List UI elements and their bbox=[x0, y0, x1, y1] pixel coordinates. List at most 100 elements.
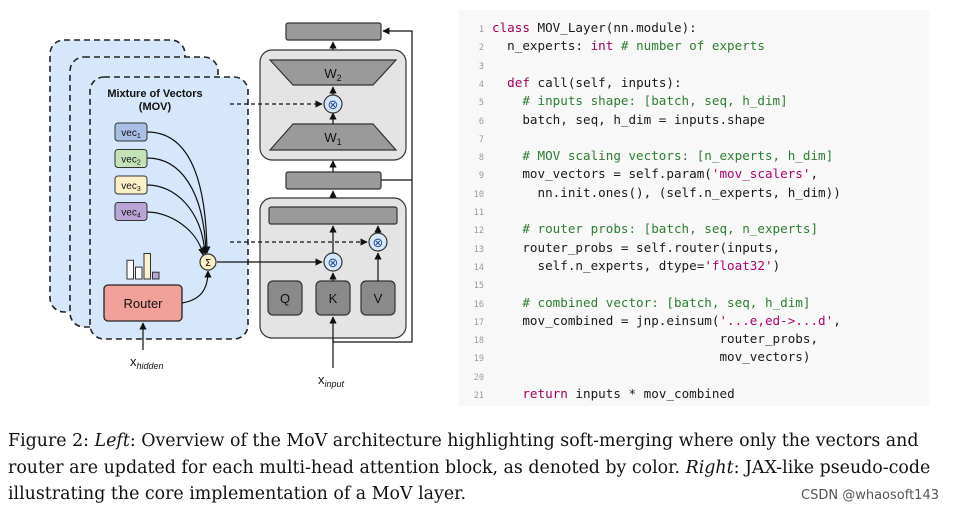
code-line: 20 bbox=[458, 367, 492, 385]
code-token: inputs * mov_combined bbox=[567, 386, 735, 401]
vec4-to-sum-arrow bbox=[146, 211, 206, 256]
code-token: # combined vector: [batch, seq, h_dim] bbox=[492, 294, 811, 310]
line-number: 18 bbox=[473, 336, 484, 347]
line-number: 3 bbox=[478, 61, 484, 72]
v-label: V bbox=[374, 291, 383, 306]
router-label: Router bbox=[123, 296, 163, 311]
caption-right-word: Right bbox=[685, 457, 734, 478]
line-number: 12 bbox=[473, 226, 484, 237]
code-line: 21 return inputs * mov_combined bbox=[458, 385, 735, 403]
line-number: 17 bbox=[473, 317, 484, 328]
code-token: batch, seq, h_dim = inputs.shape bbox=[492, 111, 765, 127]
code-token: 'mov_scalers' bbox=[711, 166, 811, 182]
router-bar-1 bbox=[126, 259, 134, 280]
line-number: 1 bbox=[478, 25, 484, 35]
k-label: K bbox=[329, 291, 338, 306]
ffn-multiply-symbol: ⊗ bbox=[328, 98, 339, 113]
code-line: 12 # router probs: [batch, seq, n_expert… bbox=[458, 220, 818, 238]
code-token: mov_combined = jnp.einsum( bbox=[492, 312, 720, 328]
code-token: 'float32' bbox=[704, 257, 773, 273]
code-line: 9 mov_vectors = self.param('mov_scalers'… bbox=[458, 165, 818, 183]
caption-right-text: : JAX-like pseudo-code illustrating the … bbox=[8, 457, 931, 505]
line-number: 16 bbox=[473, 299, 484, 310]
router-bar-4 bbox=[152, 271, 160, 280]
line-number: 9 bbox=[478, 171, 484, 182]
line-number: 5 bbox=[478, 98, 484, 109]
vector-label-1: vec1 bbox=[121, 128, 141, 140]
w2-trapezoid bbox=[268, 59, 398, 86]
code-token: # MOV scaling vectors: [n_experts, h_dim… bbox=[492, 148, 834, 164]
code-token bbox=[492, 75, 507, 90]
code-token bbox=[492, 386, 522, 401]
w1-label: W1 bbox=[324, 130, 341, 147]
q-label: Q bbox=[280, 291, 290, 306]
code-line: 2 n_experts: int # number of experts bbox=[458, 37, 765, 55]
line-number: 20 bbox=[473, 372, 484, 383]
code-token: , bbox=[833, 312, 841, 328]
line-number: 21 bbox=[473, 391, 484, 401]
code-token: mov_vectors = self.param( bbox=[492, 166, 712, 182]
code-token: class bbox=[492, 20, 530, 35]
line-number: 7 bbox=[478, 134, 484, 145]
code-line: 17 mov_combined = jnp.einsum('...e,ed->.… bbox=[458, 312, 841, 330]
code-token: # router probs: [batch, seq, n_experts] bbox=[492, 221, 819, 237]
router-to-sum-arrow bbox=[181, 270, 212, 304]
code-token: # inputs shape: [batch, seq, h_dim] bbox=[492, 93, 788, 109]
line-number: 2 bbox=[478, 43, 484, 54]
code-line: 8 # MOV scaling vectors: [n_experts, h_d… bbox=[458, 147, 833, 165]
code-token: nn.init.ones(), (self.n_experts, h_dim)) bbox=[492, 184, 841, 200]
attention-output-bar bbox=[268, 206, 398, 225]
line-number: 19 bbox=[473, 354, 484, 365]
k-multiply-symbol: ⊗ bbox=[328, 256, 339, 271]
code-line: 13 router_probs = self.router(inputs, bbox=[458, 239, 780, 257]
line-number: 4 bbox=[478, 79, 484, 90]
ffn-multiply-node bbox=[323, 94, 343, 114]
x-input-label: xinput bbox=[318, 372, 345, 389]
code-line: 3 bbox=[458, 56, 492, 74]
line-number: 13 bbox=[473, 244, 484, 255]
code-token: ) bbox=[772, 257, 781, 273]
vector-label-3: vec3 bbox=[121, 181, 141, 193]
code-line: 10 nn.init.ones(), (self.n_experts, h_di… bbox=[458, 184, 841, 202]
code-token: self.n_experts, dtype= bbox=[492, 257, 705, 273]
sum-symbol: Σ bbox=[205, 258, 211, 269]
v-multiply-symbol: ⊗ bbox=[373, 236, 384, 251]
code-token: '...e,ed->...d' bbox=[719, 312, 834, 328]
code-token: router_probs, bbox=[492, 331, 819, 347]
line-number: 6 bbox=[478, 116, 484, 127]
watermark: CSDN @whaosoft143 bbox=[801, 488, 939, 503]
code-token: return bbox=[522, 386, 568, 401]
code-token: call(self, inputs): bbox=[529, 74, 682, 90]
line-number: 15 bbox=[473, 281, 484, 292]
code-line: 5 # inputs shape: [batch, seq, h_dim] bbox=[458, 92, 788, 110]
residual-top-arrow bbox=[381, 27, 413, 181]
line-number: 8 bbox=[478, 153, 484, 164]
code-line: 18 router_probs, bbox=[458, 330, 818, 348]
mov-title: Mixture of Vectors bbox=[107, 88, 202, 100]
mov-architecture-diagram: Mixture of Vectors (MOV) vec1 vec2 vec3 vec… bbox=[49, 22, 413, 389]
code-token: int bbox=[590, 38, 614, 54]
code-line: 16 # combined vector: [batch, seq, h_dim… bbox=[458, 294, 811, 312]
vector-label-4: vec4 bbox=[121, 208, 141, 220]
vec3-to-sum-arrow bbox=[146, 184, 209, 255]
line-number: 14 bbox=[473, 262, 484, 273]
code-line: 4 def call(self, inputs): bbox=[458, 74, 682, 92]
code-token: router_probs = self.router(inputs, bbox=[492, 239, 781, 255]
mov-subtitle: (MOV) bbox=[139, 101, 172, 113]
code-token: # number of experts bbox=[613, 38, 765, 54]
code-line: 6 batch, seq, h_dim = inputs.shape bbox=[458, 111, 765, 129]
x-hidden-label: xhidden bbox=[130, 354, 164, 371]
code-line: 11 bbox=[458, 202, 492, 220]
middle-bar bbox=[285, 171, 382, 190]
line-number: 11 bbox=[473, 208, 484, 218]
figure-caption: Figure 2: Left: Overview of the MoV arch… bbox=[8, 428, 943, 508]
code-line: 19 mov_vectors) bbox=[458, 348, 811, 366]
caption-left-text: : Overview of the MoV architecture highl… bbox=[8, 431, 919, 478]
caption-left-word: Left bbox=[94, 431, 130, 451]
code-token: def bbox=[507, 74, 530, 90]
router-bar-2 bbox=[135, 266, 143, 280]
code-token: n_experts: bbox=[492, 38, 591, 54]
vector-label-2: vec2 bbox=[121, 155, 141, 167]
